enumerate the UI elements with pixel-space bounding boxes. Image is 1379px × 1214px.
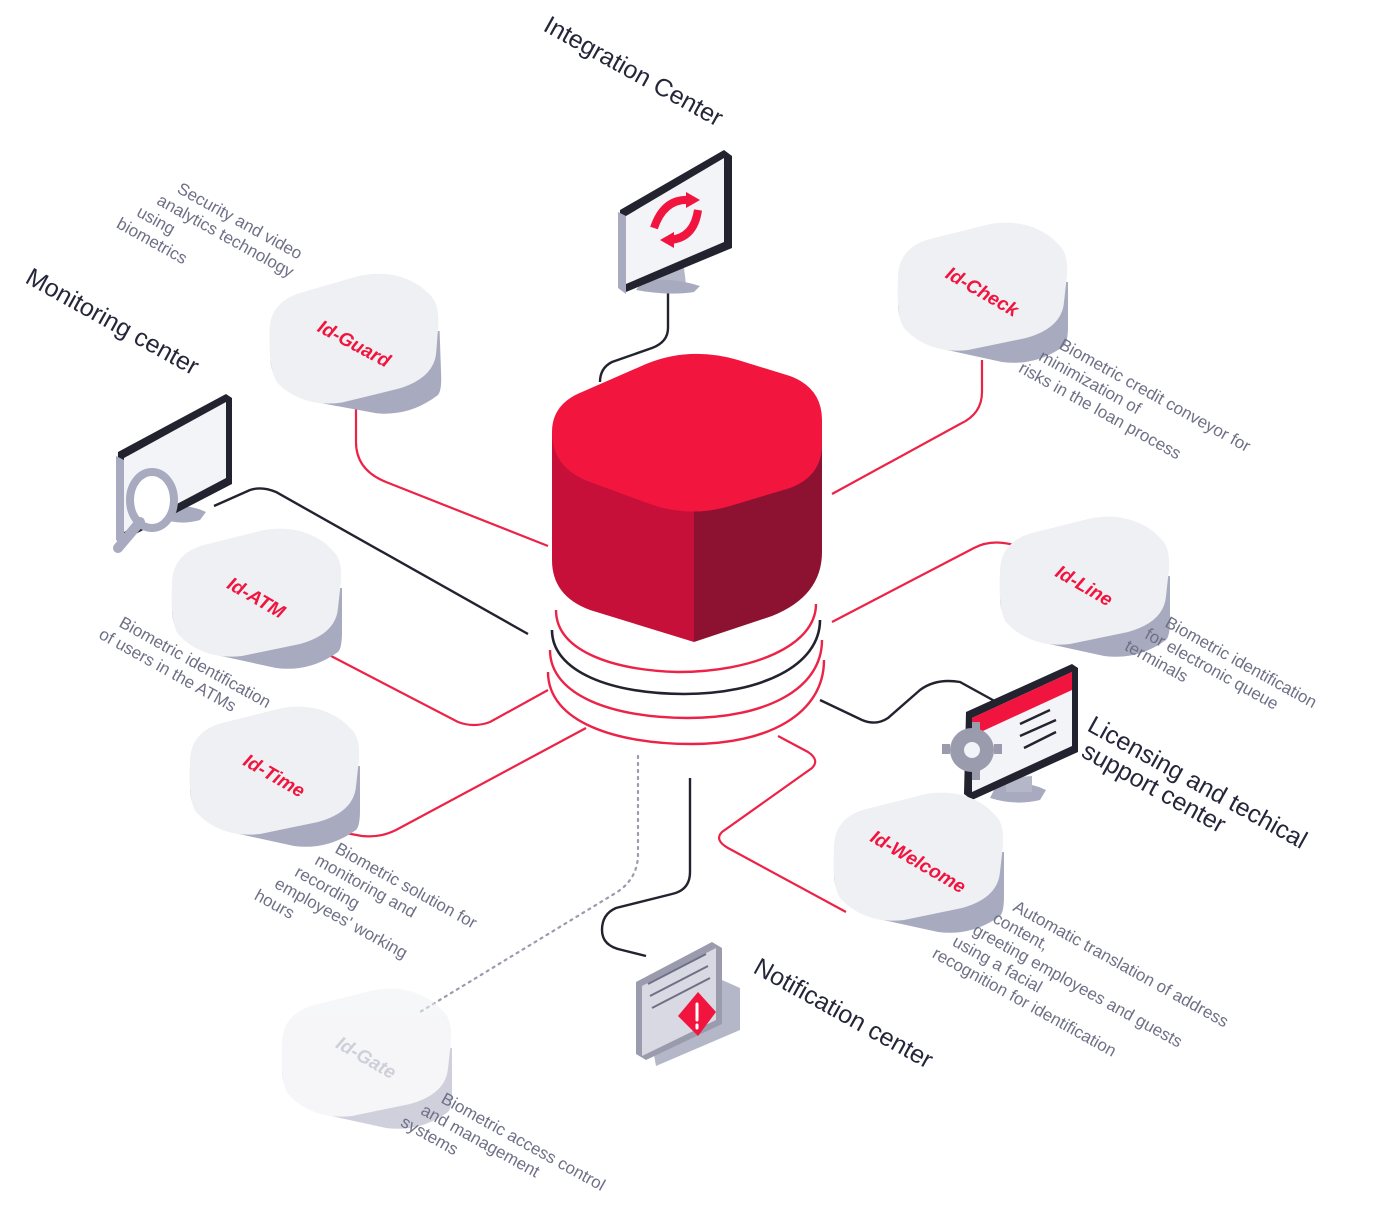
notification-center-title: Notification center [749, 953, 938, 1075]
connection-lines [213, 292, 1029, 1014]
tile-id-gate[interactable]: Id-Gate [281, 988, 452, 1129]
tile-id-guard[interactable]: Id-Guard [267, 271, 443, 418]
licensing-monitor [942, 664, 1078, 803]
cube-hub [546, 353, 826, 746]
wire-gate [418, 754, 640, 1014]
wire-welcome [718, 735, 847, 913]
wire-notification [600, 778, 692, 958]
wire-guard [354, 400, 549, 548]
wire-atm [307, 643, 549, 727]
cube-right-face [694, 440, 822, 642]
tile-id-check[interactable]: Id-Check [897, 222, 1068, 363]
alert-icon [678, 992, 716, 1036]
wire-monitoring [213, 487, 529, 636]
hub-rings [546, 603, 826, 746]
integration-center-title: Integration Center [539, 11, 728, 133]
tile-id-time[interactable]: Id-Time [189, 706, 360, 847]
wire-check [831, 360, 984, 495]
integration-monitor [618, 150, 732, 294]
monitoring-center-title: Monitoring center [21, 263, 204, 381]
tile-id-welcome[interactable]: Id-Welcome [833, 792, 1004, 933]
wire-integration [598, 292, 670, 383]
tile-id-atm[interactable]: Id-ATM [171, 528, 342, 669]
desc-id-guard: Security and video analytics technology … [113, 179, 305, 282]
wire-line [831, 541, 1029, 623]
wire-time [339, 727, 587, 838]
monitoring-monitor [113, 394, 232, 553]
tile-id-line[interactable]: Id-Line [999, 516, 1170, 657]
notification-icon [636, 942, 740, 1066]
cube-top-face [552, 353, 822, 512]
magnifier-icon [113, 468, 178, 553]
wire-licensing [819, 679, 1001, 724]
gear-icon [942, 722, 1002, 780]
cube-left-face [552, 432, 694, 642]
